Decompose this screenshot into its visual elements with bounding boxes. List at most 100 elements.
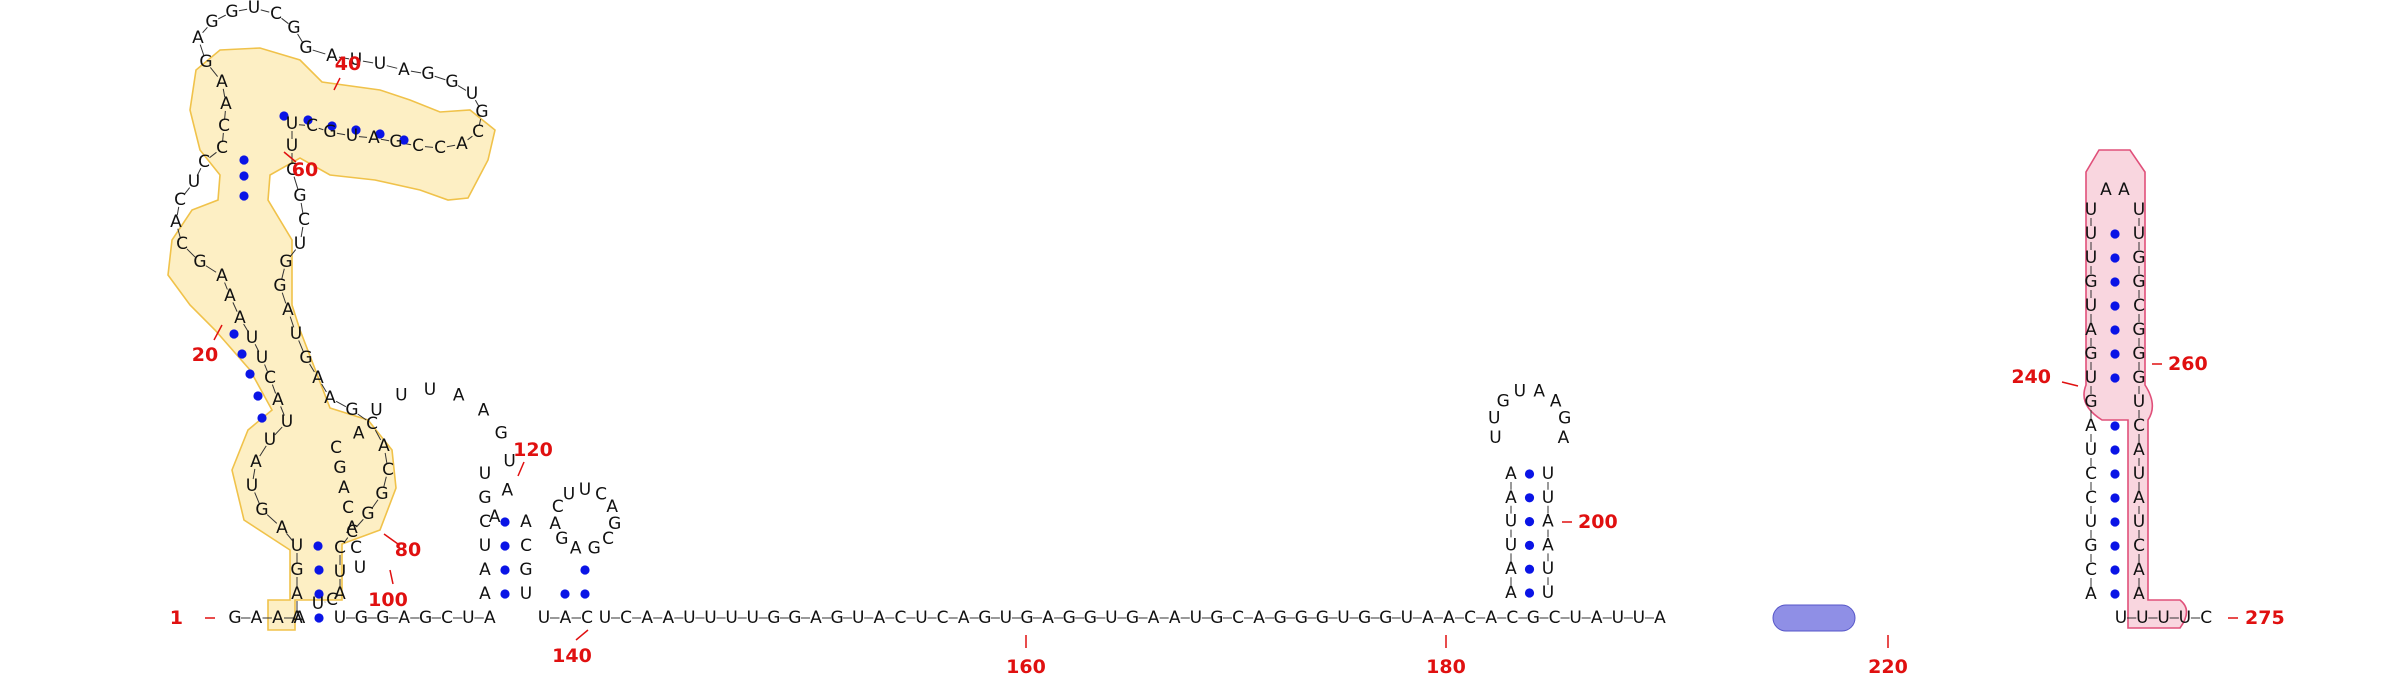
nucleotide: G bbox=[555, 529, 568, 549]
nucleotide: G bbox=[1379, 608, 1392, 628]
nucleotide: G bbox=[1358, 608, 1371, 628]
backbone-link bbox=[243, 323, 249, 333]
nucleotide: A bbox=[291, 608, 303, 628]
backbone-link bbox=[252, 468, 256, 480]
nucleotide: G bbox=[2084, 536, 2097, 556]
nucleotide: U bbox=[1542, 488, 1554, 508]
nucleotide: G bbox=[333, 458, 346, 478]
nucleotide: A bbox=[272, 608, 284, 628]
base-pair-dot bbox=[279, 111, 289, 121]
nucleotide: A bbox=[378, 436, 390, 456]
nucleotide: U bbox=[1542, 464, 1554, 484]
position-label: 200 bbox=[1578, 511, 1618, 533]
motif-highlight-purple bbox=[1772, 604, 1856, 632]
base-pair-dot bbox=[2110, 325, 2120, 335]
nucleotide: A bbox=[368, 128, 380, 148]
backbone-link bbox=[205, 265, 217, 273]
nucleotide: G bbox=[1497, 391, 1510, 411]
backbone-link bbox=[224, 282, 228, 290]
nucleotide: A bbox=[1542, 512, 1554, 532]
nucleotide: A bbox=[2133, 488, 2145, 508]
nucleotide: G bbox=[1316, 608, 1329, 628]
nucleotide: U bbox=[2157, 608, 2169, 628]
nucleotide: A bbox=[170, 212, 182, 232]
nucleotide: U bbox=[334, 562, 346, 582]
nucleotide: U bbox=[374, 54, 386, 74]
backbone-link bbox=[266, 514, 278, 524]
nucleotide: U bbox=[2085, 296, 2097, 316]
backbone-link bbox=[254, 492, 260, 504]
nucleotide: C bbox=[382, 460, 394, 480]
nucleotide: C bbox=[342, 498, 354, 518]
nucleotide: U bbox=[2115, 608, 2127, 628]
base-pair-dot bbox=[2110, 517, 2120, 527]
base-pair-dot bbox=[2110, 469, 2120, 479]
base-pair-dot bbox=[257, 413, 267, 423]
nucleotide: U bbox=[264, 430, 276, 450]
nucleotide: C bbox=[937, 608, 949, 628]
nucleotide: G bbox=[519, 560, 532, 580]
nucleotide: U bbox=[281, 412, 293, 432]
nucleotide: C bbox=[306, 116, 318, 136]
backbone-link bbox=[335, 400, 347, 408]
nucleotide: C bbox=[441, 608, 453, 628]
nucleotide: C bbox=[602, 529, 614, 549]
nucleotide: G bbox=[255, 500, 268, 520]
base-pair-dot bbox=[2110, 277, 2120, 287]
nucleotide: U bbox=[2133, 224, 2145, 244]
nucleotide: A bbox=[1485, 608, 1497, 628]
nucleotide: G bbox=[1558, 409, 1571, 429]
nucleotide: G bbox=[323, 122, 336, 142]
nucleotide: A bbox=[1654, 608, 1666, 628]
backbone-link bbox=[334, 595, 338, 599]
nucleotide: A bbox=[1533, 381, 1545, 401]
nucleotide: A bbox=[2085, 416, 2097, 436]
nucleotide: U bbox=[2085, 440, 2097, 460]
nucleotide: U bbox=[2133, 200, 2145, 220]
base-pair-dot bbox=[239, 171, 249, 181]
backbone-link bbox=[358, 136, 368, 138]
backbone-link bbox=[280, 406, 285, 416]
nucleotide: G bbox=[193, 252, 206, 272]
nucleotide: U bbox=[466, 84, 478, 104]
nucleotide: A bbox=[549, 514, 561, 534]
backbone-link bbox=[357, 413, 367, 421]
nucleotide: U bbox=[599, 608, 611, 628]
nucleotide: A bbox=[1558, 428, 1570, 448]
base-pair-dot bbox=[500, 541, 510, 551]
nucleotide: G bbox=[1295, 608, 1308, 628]
nucleotide: A bbox=[2100, 180, 2112, 200]
nucleotide: A bbox=[1253, 608, 1265, 628]
position-label: 260 bbox=[2168, 353, 2208, 375]
nucleotide: G bbox=[1020, 608, 1033, 628]
nucleotide: A bbox=[276, 518, 288, 538]
position-tick bbox=[389, 569, 394, 585]
nucleotide: G bbox=[1527, 608, 1540, 628]
base-pair-dot bbox=[2110, 349, 2120, 359]
nucleotide: C bbox=[472, 122, 484, 142]
nucleotide: U bbox=[1488, 409, 1500, 429]
nucleotide: U bbox=[2136, 608, 2148, 628]
nucleotide: G bbox=[293, 186, 306, 206]
nucleotide: C bbox=[218, 116, 230, 136]
nucleotide: A bbox=[641, 608, 653, 628]
nucleotide: A bbox=[1505, 464, 1517, 484]
nucleotide: U bbox=[563, 485, 575, 505]
nucleotide: A bbox=[1443, 608, 1455, 628]
base-pair-dot bbox=[580, 565, 590, 575]
nucleotide: C bbox=[520, 536, 532, 556]
nucleotide: C bbox=[298, 210, 310, 230]
nucleotide: U bbox=[1569, 608, 1581, 628]
nucleotide: G bbox=[421, 64, 434, 84]
nucleotide: U bbox=[2133, 464, 2145, 484]
nucleotide: C bbox=[1506, 608, 1518, 628]
nucleotide: C bbox=[1232, 608, 1244, 628]
nucleotide: G bbox=[290, 560, 303, 580]
base-pair-dot bbox=[314, 613, 324, 623]
backbone-link bbox=[318, 127, 324, 131]
nucleotide: G bbox=[1063, 608, 1076, 628]
nucleotide: C bbox=[334, 538, 346, 558]
base-pair-dot bbox=[1524, 588, 1535, 598]
nucleotide: C bbox=[620, 608, 632, 628]
backbone-link bbox=[186, 248, 196, 258]
